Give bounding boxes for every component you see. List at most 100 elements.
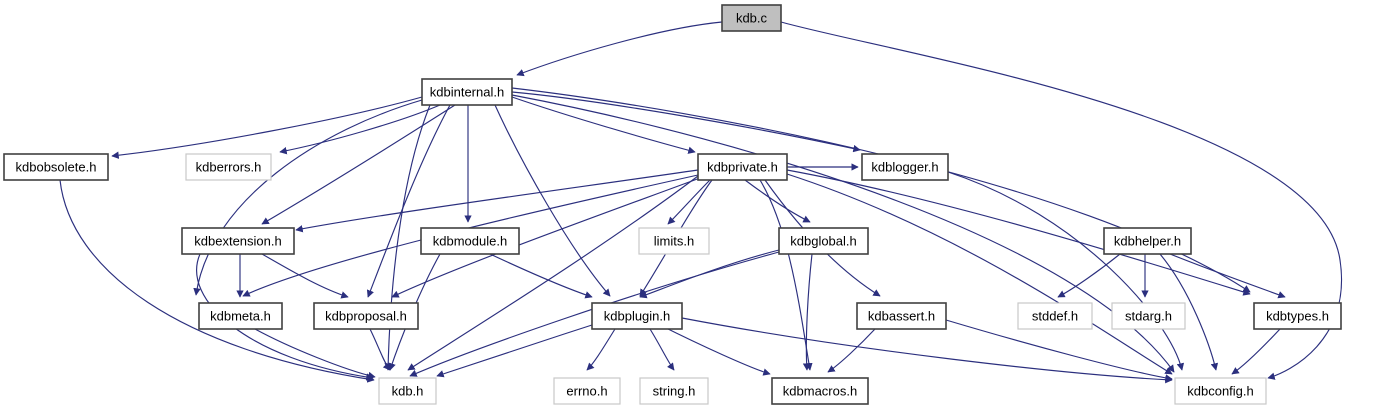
edge-kdbinternal_h-to-kdbextension_h (261, 104, 456, 225)
node-kdbconfig_h[interactable]: kdbconfig.h (1174, 377, 1267, 405)
node-limits_h[interactable]: limits.h (638, 227, 710, 255)
node-box-kdbmacros_h[interactable] (771, 377, 869, 405)
node-label-kdbproposal_h: kdbproposal.h (325, 308, 407, 323)
edge-kdbinternal_h-to-kdbobsolete_h (111, 96, 423, 159)
node-label-stdarg_h: stdarg.h (1125, 308, 1172, 323)
edge-kdbhelper_h-to-kdbtypes_h (1169, 253, 1286, 299)
node-box-stddef_h[interactable] (1017, 302, 1093, 330)
edge-kdbinternal_h-to-kdb_h (384, 104, 431, 371)
node-label-limits_h: limits.h (654, 233, 694, 248)
node-kdbprivate_h[interactable]: kdbprivate.h (697, 153, 788, 181)
edge-kdbinternal_h-to-kdbproposal_h (366, 104, 451, 298)
node-box-kdbglobal_h[interactable] (778, 227, 869, 255)
node-kdbplugin_h[interactable]: kdbplugin.h (591, 302, 683, 330)
node-label-kdbtypes_h: kdbtypes.h (1266, 308, 1329, 323)
node-box-kdb_h[interactable] (378, 377, 437, 405)
node-label-kdbmodule_h: kdbmodule.h (433, 233, 507, 248)
node-kdbmodule_h[interactable]: kdbmodule.h (420, 227, 520, 255)
node-label-kdbmeta_h: kdbmeta.h (210, 308, 271, 323)
node-box-errno_h[interactable] (553, 377, 621, 405)
node-kdbextension_h[interactable]: kdbextension.h (181, 227, 295, 255)
edge-kdbprivate_h-to-kdb_h (407, 175, 699, 371)
node-kdberrors_h[interactable]: kdberrors.h (185, 153, 272, 181)
edge-kdblogger_h-to-kdbconfig_h (947, 171, 1185, 371)
edge-kdbinternal_h-to-kdbprivate_h (511, 96, 696, 154)
node-box-stdarg_h[interactable] (1111, 302, 1186, 330)
edge-kdbglobal_h-to-kdbmacros_h (802, 253, 813, 371)
node-kdbhelper_h[interactable]: kdbhelper.h (1103, 227, 1192, 255)
node-box-limits_h[interactable] (638, 227, 710, 255)
node-label-kdbhelper_h: kdbhelper.h (1114, 233, 1181, 248)
node-kdbobsolete_h[interactable]: kdbobsolete.h (3, 153, 109, 181)
node-label-kdbobsolete_h: kdbobsolete.h (16, 159, 97, 174)
node-box-kdb_c[interactable] (721, 4, 782, 32)
node-kdbtypes_h[interactable]: kdbtypes.h (1253, 302, 1342, 330)
node-box-kdbplugin_h[interactable] (591, 302, 683, 330)
node-string_h[interactable]: string.h (639, 377, 709, 405)
node-box-kdbassert_h[interactable] (856, 302, 947, 330)
edge-kdbglobal_h-to-kdb_h (409, 251, 780, 377)
edge-kdbmodule_h-to-kdbplugin_h (489, 253, 593, 299)
node-box-kdbmeta_h[interactable] (198, 302, 283, 330)
node-label-kdb_h: kdb.h (392, 383, 424, 398)
edge-kdbhelper_h-to-kdbconfig_h (1159, 253, 1219, 371)
node-box-kdbhelper_h[interactable] (1103, 227, 1192, 255)
node-box-string_h[interactable] (639, 377, 709, 405)
node-kdbmacros_h[interactable]: kdbmacros.h (771, 377, 869, 405)
node-box-kdbtypes_h[interactable] (1253, 302, 1342, 330)
node-kdbproposal_h[interactable]: kdbproposal.h (313, 302, 419, 330)
node-box-kdbprivate_h[interactable] (697, 153, 788, 181)
edge-kdbproposal_h-to-kdb_h (369, 328, 391, 371)
edge-kdbassert_h-to-kdbconfig_h (945, 319, 1173, 382)
node-stddef_h[interactable]: stddef.h (1017, 302, 1093, 330)
edge-kdbprivate_h-to-kdbtypes_h (786, 169, 1251, 296)
node-label-kdbmacros_h: kdbmacros.h (783, 383, 857, 398)
node-box-kdbconfig_h[interactable] (1174, 377, 1267, 405)
node-label-kdberrors_h: kdberrors.h (196, 159, 262, 174)
node-errno_h[interactable]: errno.h (553, 377, 621, 405)
node-kdbinternal_h[interactable]: kdbinternal.h (421, 78, 513, 106)
node-label-errno_h: errno.h (566, 383, 607, 398)
node-kdbglobal_h[interactable]: kdbglobal.h (778, 227, 869, 255)
node-label-kdb_c: kdb.c (736, 10, 768, 25)
edge-kdbprivate_h-to-kdbproposal_h (391, 177, 701, 298)
node-label-kdbconfig_h: kdbconfig.h (1187, 383, 1254, 398)
node-box-kdblogger_h[interactable] (861, 153, 949, 181)
edge-kdbinternal_h-to-kdberrors_h (279, 104, 441, 155)
edge-kdb_c-to-kdbinternal_h (516, 21, 723, 77)
node-kdblogger_h[interactable]: kdblogger.h (861, 153, 949, 181)
edge-kdbglobal_h-to-kdbplugin_h (639, 249, 780, 299)
edge-kdbprivate_h-to-kdbglobal_h (744, 179, 811, 223)
node-kdb_h[interactable]: kdb.h (378, 377, 437, 405)
edge-kdbplugin_h-to-string_h (649, 328, 675, 371)
node-label-string_h: string.h (653, 383, 696, 398)
edge-kdbprivate_h-to-kdbmacros_h (759, 179, 813, 371)
edge-kdbextension_h-to-kdbproposal_h (261, 253, 349, 299)
node-box-kdbinternal_h[interactable] (421, 78, 513, 106)
node-label-kdbprivate_h: kdbprivate.h (707, 159, 778, 174)
edge-kdbprivate_h-to-kdbextension_h (295, 169, 699, 233)
edge-kdbhelper_h-to-stddef_h (1057, 253, 1121, 298)
node-kdb_c[interactable]: kdb.c (721, 4, 782, 32)
node-box-kdbextension_h[interactable] (181, 227, 295, 255)
edge-kdbplugin_h-to-kdb_h (436, 324, 593, 378)
node-box-kdbmodule_h[interactable] (420, 227, 520, 255)
node-label-kdbassert_h: kdbassert.h (868, 308, 935, 323)
edge-kdbinternal_h-to-kdbplugin_h (494, 104, 611, 297)
node-label-kdbinternal_h: kdbinternal.h (430, 84, 504, 99)
node-label-kdbextension_h: kdbextension.h (194, 233, 281, 248)
node-kdbmeta_h[interactable]: kdbmeta.h (198, 302, 283, 330)
node-box-kdbproposal_h[interactable] (313, 302, 419, 330)
edge-kdbmeta_h-to-kdb_h (254, 328, 376, 380)
node-label-kdblogger_h: kdblogger.h (871, 159, 938, 174)
node-box-kdberrors_h[interactable] (185, 153, 272, 181)
node-stdarg_h[interactable]: stdarg.h (1111, 302, 1186, 330)
edge-kdbprivate_h-to-limits_h (667, 179, 711, 225)
node-label-kdbglobal_h: kdbglobal.h (790, 233, 857, 248)
edge-kdbobsolete_h-to-kdb_h (59, 179, 375, 383)
node-box-kdbobsolete_h[interactable] (3, 153, 109, 181)
node-label-stddef_h: stddef.h (1032, 308, 1078, 323)
node-kdbassert_h[interactable]: kdbassert.h (856, 302, 947, 330)
